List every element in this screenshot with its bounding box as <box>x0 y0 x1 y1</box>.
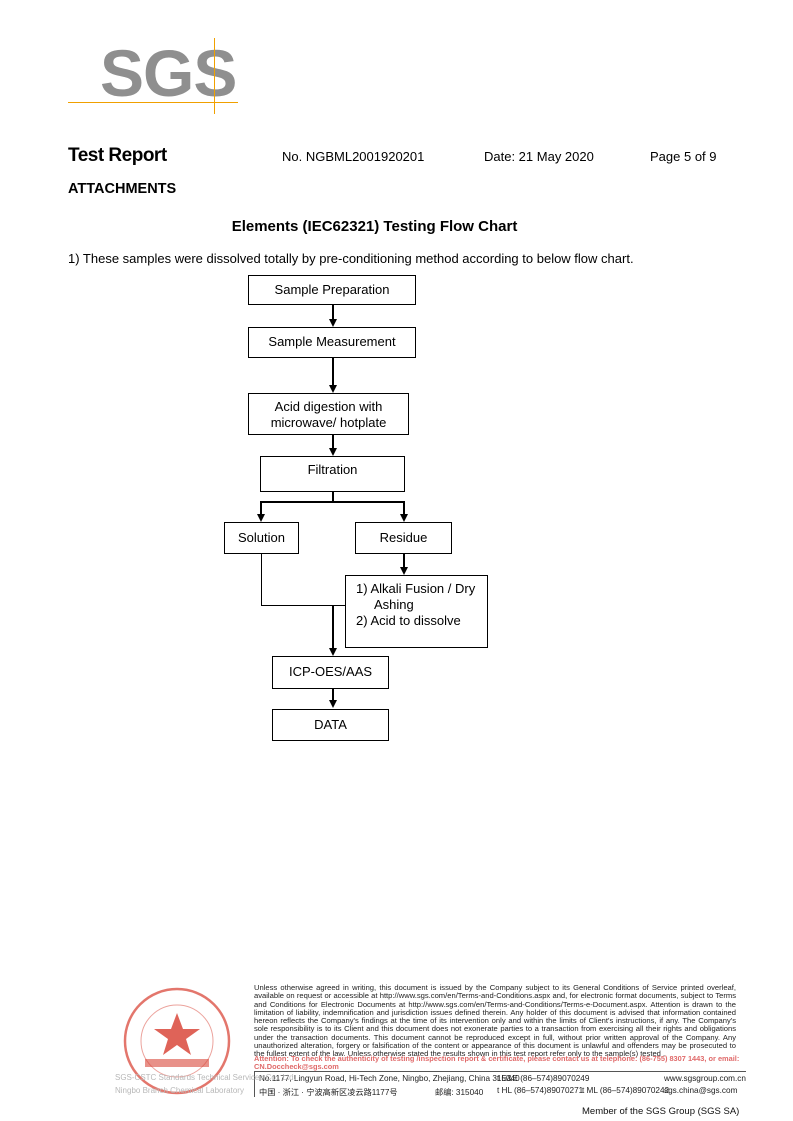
alkali-line-1: 1) Alkali Fusion / Dry <box>356 581 476 596</box>
connector <box>332 358 334 386</box>
logo-rule-horizontal <box>68 102 238 103</box>
page-number: Page 5 of 9 <box>650 149 717 164</box>
company-name: SGS-CSTC Standards Technical Services Co… <box>115 1073 296 1082</box>
step-acid-digestion: Acid digestion with microwave/ hotplate <box>248 393 409 435</box>
authenticity-notice: Attention: To check the authenticity of … <box>254 1054 740 1072</box>
step-data: DATA <box>272 709 389 741</box>
connector <box>332 689 334 701</box>
address-bar <box>254 1071 255 1097</box>
arrow-head <box>329 319 337 327</box>
acid-digestion-line-1: Acid digestion with <box>274 399 383 414</box>
arrow-head <box>257 514 265 522</box>
arrow-head <box>400 514 408 522</box>
connector <box>332 305 334 320</box>
arrow-head <box>329 700 337 708</box>
report-date: Date: 21 May 2020 <box>484 149 594 164</box>
postcode-cn: 邮编: 315040 <box>435 1088 484 1097</box>
step-residue: Residue <box>355 522 452 554</box>
address-cn: 中国 · 浙江 · 宁波高新区凌云路1177号 <box>259 1088 398 1097</box>
connector <box>332 492 334 502</box>
tel-hl: t HL (86–574)89070271 <box>497 1086 584 1095</box>
logo-text: SGS <box>100 36 237 110</box>
branch-name: Ningbo Branch Chemical Laboratory <box>115 1086 244 1095</box>
step-sample-preparation: Sample Preparation <box>248 275 416 305</box>
connector <box>403 554 405 568</box>
connector <box>260 501 262 515</box>
step-solution: Solution <box>224 522 299 554</box>
website: www.sgsgroup.com.cn <box>664 1074 746 1083</box>
company-seal-stamp <box>123 987 231 1095</box>
address-en: No.1177, Lingyun Road, Hi-Tech Zone, Nin… <box>259 1074 520 1083</box>
acid-digestion-line-2: microwave/ hotplate <box>270 415 387 430</box>
arrow-head <box>329 648 337 656</box>
step-sample-measurement: Sample Measurement <box>248 327 416 358</box>
connector <box>332 435 334 449</box>
step-alkali-fusion: 1) Alkali Fusion / Dry Ashing 2) Acid to… <box>345 575 488 648</box>
arrow-head <box>400 567 408 575</box>
alkali-line-3: 2) Acid to dissolve <box>356 613 461 628</box>
arrow-head <box>329 448 337 456</box>
section-title: ATTACHMENTS <box>68 181 177 197</box>
step-icp-oes-aas: ICP-OES/AAS <box>272 656 389 689</box>
alkali-line-2: Ashing <box>374 597 414 612</box>
flow-chart-title: Elements (IEC62321) Testing Flow Chart <box>231 218 518 235</box>
tel-ml: t ML (86–574)89070242 <box>582 1086 670 1095</box>
page-title: Test Report <box>68 145 167 166</box>
terms-disclaimer: Unless otherwise agreed in writing, this… <box>254 983 736 1059</box>
member-statement: Member of the SGS Group (SGS SA) <box>582 1106 740 1117</box>
email: sgs.china@sgs.com <box>664 1086 738 1095</box>
report-number: No. NGBML2001920201 <box>282 149 425 164</box>
intro-text: 1) These samples were dissolved totally … <box>68 251 634 266</box>
arrow-head <box>329 385 337 393</box>
merge-connector <box>261 605 346 606</box>
step-filtration: Filtration <box>260 456 405 492</box>
address-rule <box>254 1071 746 1072</box>
connector <box>332 605 334 649</box>
logo-rule-vertical <box>214 38 215 114</box>
connector <box>261 554 262 606</box>
split-connector <box>260 501 405 503</box>
tel-ee: t E&E (86–574)89070249 <box>497 1074 590 1083</box>
connector <box>403 501 405 515</box>
